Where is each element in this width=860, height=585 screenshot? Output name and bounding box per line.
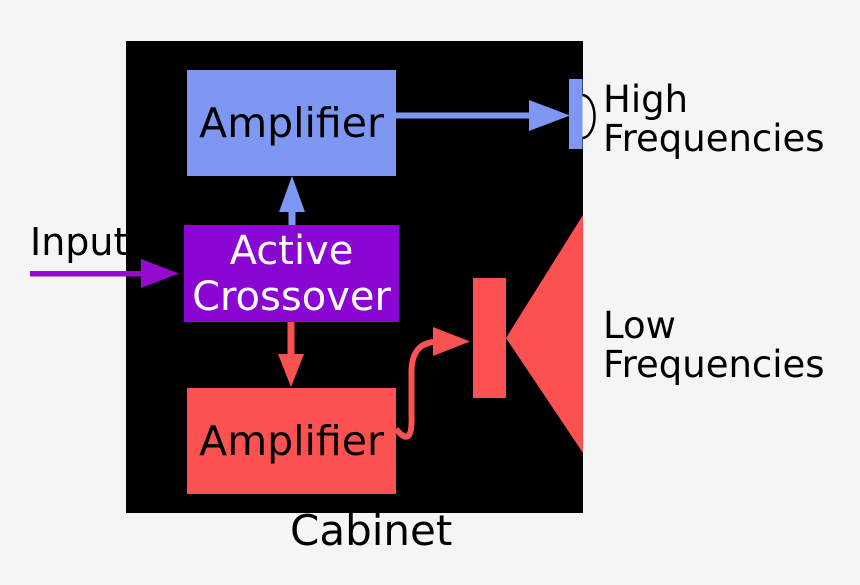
low-amplifier-to-woofer-arrow <box>393 327 470 440</box>
high-frequencies-label: High Frequencies <box>603 78 825 160</box>
input-arrow <box>30 259 179 288</box>
crossover-to-high-amplifier-arrow <box>279 176 305 226</box>
tweeter-dome-driver-icon <box>569 79 596 149</box>
high-amplifier-label: Amplifier <box>199 99 384 147</box>
crossover-to-low-amplifier-arrow <box>278 321 304 387</box>
low-frequencies-label: Low Frequencies <box>603 304 825 386</box>
active-crossover-box: Active Crossover <box>184 225 399 322</box>
high-amplifier-to-tweeter-arrow <box>396 100 570 131</box>
woofer-cone-driver-icon <box>473 215 583 453</box>
low-amplifier-box: Amplifier <box>187 388 396 494</box>
low-amplifier-label: Amplifier <box>199 417 384 465</box>
cabinet-label: Cabinet <box>290 506 453 555</box>
high-amplifier-box: Amplifier <box>187 70 396 176</box>
input-label: Input <box>30 220 129 264</box>
active-crossover-label: Active Crossover <box>192 227 391 320</box>
